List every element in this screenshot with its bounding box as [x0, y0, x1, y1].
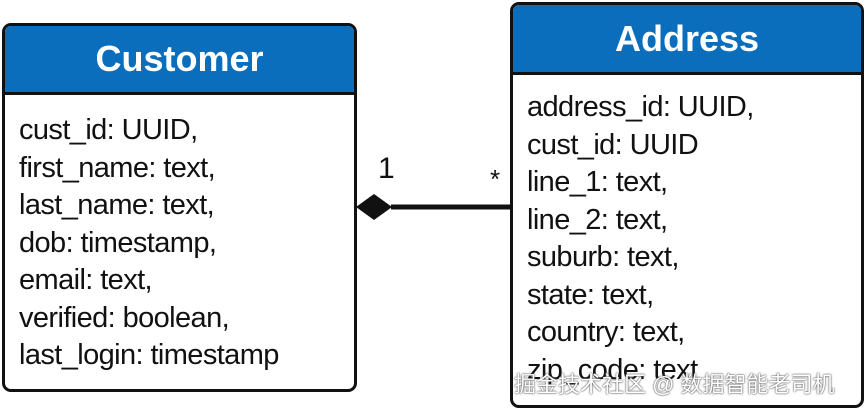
address-attribute: suburb: text, [527, 241, 679, 273]
address-attribute: cust_id: UUID [527, 128, 699, 161]
address-attribute: state: text, [527, 278, 654, 311]
customer-attribute: verified: boolean, [19, 301, 230, 334]
address-attributes: address_id: UUID, cust_id: UUID line_1: … [513, 75, 861, 389]
address-attribute: address_id: UUID, [527, 91, 754, 123]
watermark: 掘金技术社区 @ 数据智能老司机 [514, 372, 835, 397]
customer-attribute: last_name: text, [19, 189, 215, 221]
address-entity: Address address_id: UUID, cust_id: UUID … [510, 2, 864, 408]
customer-attribute: email: text, [19, 264, 153, 296]
address-entity-title: Address [513, 5, 861, 75]
customer-attribute: last_login: timestamp [19, 339, 279, 371]
customer-attribute: dob: timestamp, [19, 226, 217, 259]
customer-attribute: cust_id: UUID, [19, 114, 198, 146]
target-multiplicity: * [490, 164, 501, 194]
composition-diamond-icon [356, 194, 392, 220]
customer-attributes: cust_id: UUID, first_name: text, last_na… [5, 95, 354, 375]
address-attribute: line_2: text, [527, 203, 668, 236]
customer-entity-title: Customer [5, 26, 354, 95]
address-attribute: line_1: text, [527, 166, 668, 198]
customer-attribute: first_name: text, [19, 151, 216, 184]
customer-entity: Customer cust_id: UUID, first_name: text… [2, 23, 357, 392]
source-multiplicity: 1 [378, 152, 395, 185]
address-attribute: country: text, [527, 316, 685, 348]
address-attribute: zip_code: text [527, 353, 698, 386]
